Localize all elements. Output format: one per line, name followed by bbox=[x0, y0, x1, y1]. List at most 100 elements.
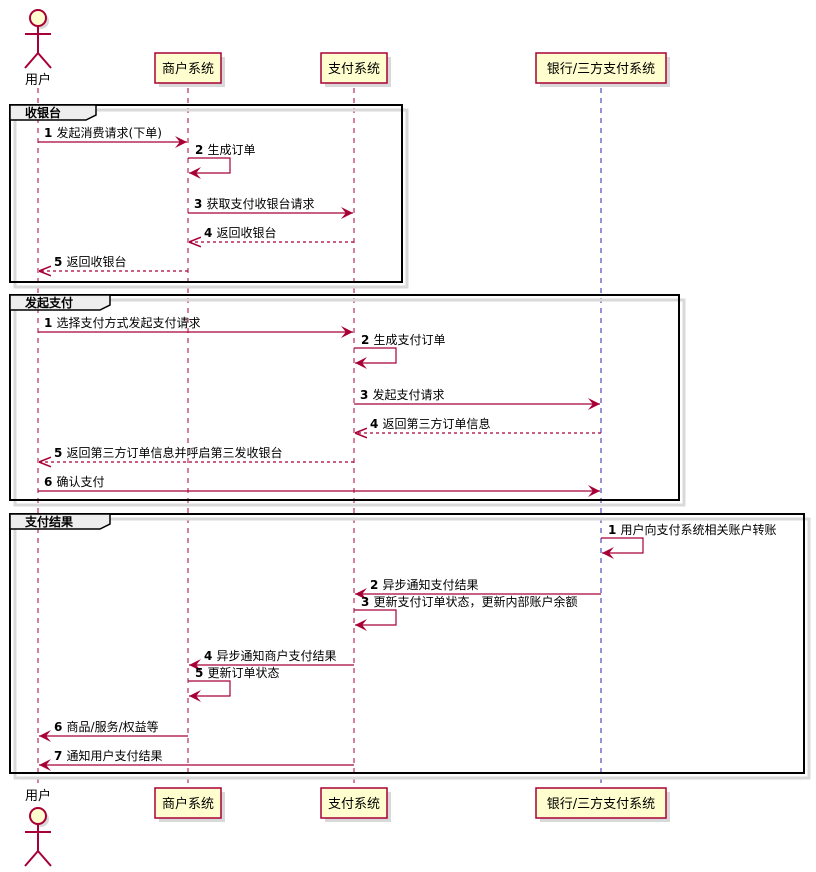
message-number: 4 bbox=[370, 417, 383, 431]
actor-body-icon bbox=[24, 824, 52, 867]
message-number: 5 bbox=[54, 255, 67, 269]
message-3-4: 4 异步通知商户支付结果 bbox=[189, 648, 354, 671]
message-number: 1 bbox=[608, 523, 621, 537]
participant-box bbox=[535, 787, 667, 819]
message-2-4: 4 返回第三方订单信息 bbox=[355, 416, 601, 433]
participant-bank-bottom: 银行/三方支付系统 bbox=[535, 787, 670, 822]
lifelines bbox=[37, 88, 602, 786]
message-label: 1 用户向支付系统相关账户转账 bbox=[608, 522, 777, 537]
group-border bbox=[9, 294, 680, 501]
message-label: 5 返回收银台 bbox=[54, 254, 127, 269]
message-1-1: 1 发起消费请求(下单) bbox=[38, 125, 187, 148]
message-label: 3 更新支付订单状态，更新内部账户余额 bbox=[361, 594, 578, 609]
message-3-5: 5 更新订单状态 bbox=[188, 665, 280, 702]
group-frame-1: 收银台 bbox=[9, 104, 409, 289]
message-number: 7 bbox=[54, 749, 67, 763]
participant-label: 商户系统 bbox=[162, 796, 214, 812]
participant-merchant-bottom: 商户系统 bbox=[154, 787, 225, 822]
message-number: 6 bbox=[54, 720, 67, 734]
group-border bbox=[9, 104, 403, 283]
message-arrow bbox=[188, 157, 231, 179]
participant-box bbox=[535, 52, 667, 84]
message-number: 3 bbox=[194, 197, 207, 211]
message-label: 1 发起消费请求(下单) bbox=[44, 125, 162, 140]
group-title: 发起支付 bbox=[24, 295, 73, 310]
message-number: 3 bbox=[360, 388, 373, 402]
message-label: 4 异步通知商户支付结果 bbox=[204, 648, 337, 663]
participant-label: 银行/三方支付系统 bbox=[547, 61, 655, 77]
participant-merchant-top: 商户系统 bbox=[154, 52, 225, 87]
message-2-6: 6 确认支付 bbox=[38, 475, 600, 497]
group-title: 收银台 bbox=[25, 105, 61, 120]
actor-label: 用户 bbox=[25, 788, 51, 804]
group-title: 支付结果 bbox=[24, 514, 73, 529]
message-text: 异步通知商户支付结果 bbox=[217, 648, 337, 663]
message-text: 选择支付方式发起支付请求 bbox=[57, 315, 201, 330]
message-number: 6 bbox=[44, 475, 57, 489]
message-label: 2 异步通知支付结果 bbox=[370, 578, 479, 592]
participant-box bbox=[320, 52, 388, 84]
message-text: 商品/服务/权益等 bbox=[67, 719, 159, 734]
participant-label: 支付系统 bbox=[328, 797, 380, 812]
message-3-7: 7 通知用户支付结果 bbox=[39, 748, 354, 771]
message-text: 返回第三方订单信息 bbox=[383, 416, 491, 431]
message-text: 返回收银台 bbox=[67, 254, 127, 269]
message-text: 发起消费请求(下单) bbox=[57, 125, 162, 140]
message-number: 4 bbox=[204, 226, 217, 240]
message-3-6: 6 商品/服务/权益等 bbox=[39, 719, 188, 742]
group-shadow bbox=[13, 108, 409, 289]
message-text: 更新订单状态 bbox=[208, 665, 280, 680]
message-2-2: 2 生成支付订单 bbox=[354, 333, 446, 369]
actor-bottom: 用户 bbox=[24, 788, 52, 867]
message-number: 2 bbox=[370, 578, 383, 592]
message-arrow bbox=[354, 347, 397, 369]
message-3-3: 3 更新支付订单状态，更新内部账户余额 bbox=[354, 594, 578, 631]
message-arrow bbox=[188, 680, 231, 702]
group-frame-2: 发起支付 bbox=[9, 294, 686, 507]
participant-box bbox=[320, 787, 388, 819]
message-1-3: 3 获取支付收银台请求 bbox=[188, 196, 353, 219]
message-number: 2 bbox=[361, 333, 374, 347]
message-arrow bbox=[354, 609, 397, 631]
message-text: 获取支付收银台请求 bbox=[207, 196, 315, 211]
message-label: 6 确认支付 bbox=[44, 475, 105, 489]
message-2-5: 5 返回第三方订单信息并呼启第三发收银台 bbox=[39, 445, 354, 462]
group-tab bbox=[9, 513, 111, 530]
message-number: 2 bbox=[195, 143, 208, 157]
message-number: 1 bbox=[44, 126, 57, 140]
group-border bbox=[9, 513, 805, 774]
message-label: 1 选择支付方式发起支付请求 bbox=[44, 315, 201, 330]
message-number: 1 bbox=[44, 316, 57, 330]
participant-label: 银行/三方支付系统 bbox=[547, 796, 655, 812]
participant-pay-top: 支付系统 bbox=[320, 52, 391, 87]
message-label: 5 更新订单状态 bbox=[195, 665, 280, 680]
message-label: 4 返回第三方订单信息 bbox=[370, 416, 491, 431]
group-shadow bbox=[13, 298, 686, 507]
participant-label: 商户系统 bbox=[162, 61, 214, 77]
participant-pay-bottom: 支付系统 bbox=[320, 787, 391, 822]
message-label: 6 商品/服务/权益等 bbox=[54, 719, 159, 734]
message-2-3: 3 发起支付请求 bbox=[354, 387, 600, 410]
group-frame-3: 支付结果 bbox=[9, 513, 811, 780]
message-label: 3 发起支付请求 bbox=[360, 387, 445, 402]
message-number: 4 bbox=[204, 649, 217, 663]
group-tab bbox=[9, 104, 97, 121]
actor-head-icon bbox=[29, 807, 47, 825]
message-label: 5 返回第三方订单信息并呼启第三发收银台 bbox=[54, 445, 283, 460]
message-text: 生成订单 bbox=[208, 143, 256, 157]
message-number: 5 bbox=[54, 446, 67, 460]
message-text: 返回收银台 bbox=[217, 225, 277, 240]
message-label: 2 生成订单 bbox=[195, 143, 256, 157]
participant-label: 支付系统 bbox=[328, 62, 380, 77]
message-text: 更新支付订单状态，更新内部账户余额 bbox=[374, 594, 578, 609]
actor-head-icon bbox=[29, 9, 47, 27]
message-text: 异步通知支付结果 bbox=[383, 578, 479, 592]
message-text: 通知用户支付结果 bbox=[67, 748, 163, 763]
message-text: 生成支付订单 bbox=[374, 333, 446, 347]
actor-body-icon bbox=[24, 26, 52, 69]
message-text: 返回第三方订单信息并呼启第三发收银台 bbox=[67, 445, 283, 460]
message-1-5: 5 返回收银台 bbox=[39, 254, 188, 271]
